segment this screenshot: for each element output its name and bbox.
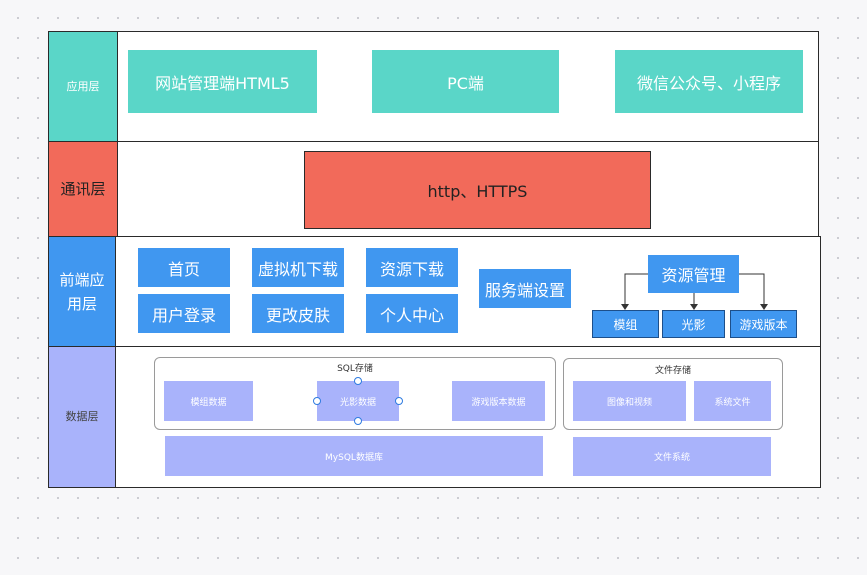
app-box-web-admin[interactable]: 网站管理端HTML5: [128, 50, 317, 113]
data-box-model[interactable]: 模组数据: [164, 381, 253, 421]
version-label: 游戏版本: [739, 317, 788, 332]
app-layer-label-text: 应用层: [66, 79, 100, 93]
frontend-box-personal-center[interactable]: 个人中心: [366, 294, 458, 333]
frontend-box-home[interactable]: 首页: [138, 248, 230, 287]
comm-layer-label: 通讯层: [48, 141, 118, 237]
frontend-box-light[interactable]: 光影: [662, 310, 725, 338]
selection-handle-left[interactable]: [313, 397, 321, 405]
frontend-box-version[interactable]: 游戏版本: [730, 310, 797, 338]
data-box-image-video[interactable]: 图像和视频: [573, 381, 686, 421]
selection-handle-top[interactable]: [354, 377, 362, 385]
frontend-box-model[interactable]: 模组: [592, 310, 659, 338]
data-box-light[interactable]: 光影数据: [317, 381, 399, 421]
selection-handle-right[interactable]: [395, 397, 403, 405]
frontend-box-vm-download[interactable]: 虚拟机下载: [252, 248, 344, 287]
data-box-mysql[interactable]: MySQL数据库: [165, 436, 543, 476]
data-box-version[interactable]: 游戏版本数据: [452, 381, 545, 421]
frontend-box-login[interactable]: 用户登录: [138, 294, 230, 333]
comm-layer-label-text: 通讯层: [60, 180, 106, 198]
data-box-system-file[interactable]: 系统文件: [694, 381, 771, 421]
frontend-layer-label-text: 前端应用层: [59, 270, 105, 313]
app-box-wechat[interactable]: 微信公众号、小程序: [615, 50, 803, 113]
frontend-box-change-skin[interactable]: 更改皮肤: [252, 294, 344, 333]
model-label: 模组: [613, 317, 638, 332]
frontend-box-resource-download[interactable]: 资源下载: [366, 248, 458, 287]
frontend-box-server-settings[interactable]: 服务端设置: [479, 269, 571, 308]
data-layer-label-text: 数据层: [65, 410, 99, 423]
frontend-layer-label: 前端应用层: [48, 236, 116, 347]
selection-handle-bottom[interactable]: [354, 417, 362, 425]
light-label: 光影: [681, 317, 706, 332]
comm-box-http[interactable]: http、HTTPS: [304, 151, 651, 229]
file-storage-title: 文件存储: [654, 366, 691, 376]
sql-storage-title: SQL存储: [337, 364, 373, 374]
data-layer-label: 数据层: [48, 346, 116, 488]
frontend-box-resource-mgmt[interactable]: 资源管理: [648, 255, 739, 293]
app-layer-label: 应用层: [48, 31, 118, 142]
data-box-filesystem[interactable]: 文件系统: [573, 437, 771, 476]
app-box-pc[interactable]: PC端: [372, 50, 559, 113]
